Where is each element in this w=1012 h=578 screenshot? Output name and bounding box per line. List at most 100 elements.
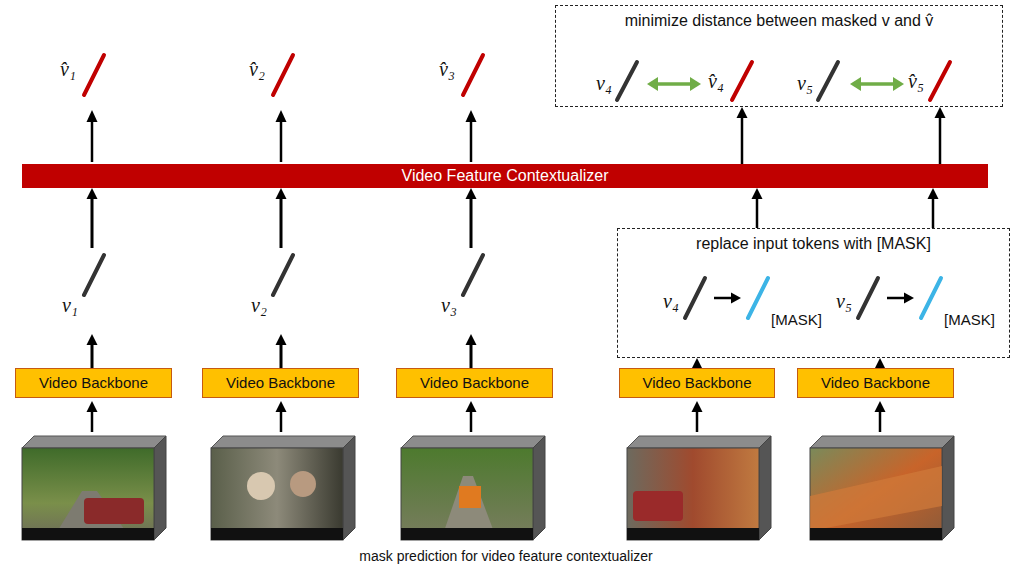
compare-vectors — [617, 62, 637, 100]
image-arrows — [276, 401, 287, 412]
video-clip — [401, 436, 545, 540]
arrow-shaft — [939, 115, 942, 164]
backbone-box: Video Backbone — [202, 368, 359, 398]
node-text: Video Backbone — [226, 369, 335, 396]
figure-caption: mask prediction for video feature contex… — [0, 548, 1012, 564]
up-arrows — [87, 110, 98, 122]
input-vectors — [273, 255, 293, 295]
arrow-head — [466, 334, 477, 345]
mask-vectors — [858, 278, 878, 318]
video-clip — [627, 436, 771, 540]
video-clip — [247, 472, 275, 500]
arrow-head — [87, 334, 98, 345]
image-arrows — [87, 401, 98, 412]
contextualizer-band: Video Feature Contextualizer — [22, 164, 988, 188]
video-clip — [633, 491, 683, 521]
video-clip — [810, 436, 954, 540]
vector-label: v₂ — [251, 294, 267, 317]
image-arrows — [91, 410, 94, 432]
flow-arrow — [276, 188, 287, 368]
replace-arrows — [887, 297, 905, 300]
vector-label: v̂₄ — [708, 70, 724, 93]
up-arrows — [470, 120, 473, 162]
compare-vectors — [930, 62, 950, 100]
image-arrows — [466, 401, 477, 412]
video-clip — [401, 436, 545, 540]
backbone-box: Video Backbone — [797, 368, 954, 398]
arrow-head — [466, 188, 477, 199]
backbone-box: Video Backbone — [15, 368, 172, 398]
video-clip — [211, 436, 355, 540]
replace-arrows — [904, 293, 914, 304]
arrow-shaft — [932, 196, 935, 228]
video-clip — [22, 528, 154, 540]
node-text: Video Backbone — [821, 369, 930, 396]
mask-vectors — [748, 278, 768, 318]
video-clip — [459, 486, 481, 508]
up-arrows — [466, 110, 477, 122]
flow-arrow — [737, 107, 748, 164]
vector-label: v₃ — [441, 294, 457, 317]
distance-arrows — [690, 77, 701, 91]
arrow-shaft — [756, 196, 759, 228]
video-clip — [22, 436, 166, 540]
node-text: Video Feature Contextualizer — [402, 164, 609, 188]
distance-arrows — [647, 77, 904, 91]
arrow-head — [737, 107, 748, 118]
arrow-head — [752, 188, 763, 199]
mask-token-label: [MASK] — [771, 311, 822, 328]
up-arrows — [280, 120, 283, 162]
up-arrows — [276, 110, 287, 122]
arrow-shaft — [741, 115, 744, 164]
distance-arrows — [656, 82, 692, 86]
mask-token-label: [MASK] — [944, 311, 995, 328]
mask-vectors — [685, 278, 705, 318]
output-vectors — [273, 55, 293, 95]
node-text: replace input tokens with [MASK] — [696, 235, 931, 253]
output-vectors — [84, 55, 483, 95]
vector-label: v₅ — [797, 72, 813, 95]
node-text: Video Backbone — [643, 369, 752, 396]
vector-label: v₅ — [836, 290, 852, 313]
objective-box: minimize distance between masked v and v… — [555, 5, 1003, 107]
video-clip — [22, 436, 166, 540]
compare-vectors — [732, 62, 752, 100]
node-text: Video Backbone — [420, 369, 529, 396]
vector-label: v₁ — [62, 294, 78, 317]
flow-arrow — [928, 188, 939, 228]
arrow-head — [928, 188, 939, 199]
video-clip — [810, 436, 954, 540]
distance-arrows — [647, 77, 658, 91]
video-clip — [401, 528, 533, 540]
vector-label: v₄ — [663, 290, 679, 313]
image-arrows — [470, 410, 473, 432]
video-clip — [627, 436, 771, 540]
replace-arrows — [731, 293, 741, 304]
input-vectors — [84, 255, 483, 295]
video-clip — [290, 471, 316, 497]
image-arrows — [280, 410, 283, 432]
video-clip — [810, 528, 942, 540]
output-vectors — [463, 55, 483, 95]
mask-vectors — [921, 278, 941, 318]
flow-arrow — [752, 188, 763, 228]
video-clip — [401, 448, 533, 540]
distance-arrows — [859, 82, 895, 86]
compare-vectors — [617, 62, 950, 100]
input-vectors — [463, 255, 483, 295]
video-clip — [810, 448, 942, 540]
vector-label: v̂₃ — [439, 58, 455, 81]
vector-label: v₄ — [596, 72, 612, 95]
image-arrows — [87, 401, 886, 432]
vector-label: v̂₁ — [60, 58, 76, 81]
distance-arrows — [893, 77, 904, 91]
backbone-box: Video Backbone — [396, 368, 553, 398]
flow-arrow — [935, 107, 946, 164]
up-arrows — [91, 120, 94, 162]
up-arrows — [87, 110, 477, 162]
node-text: minimize distance between masked v and v… — [625, 12, 934, 30]
compare-vectors — [818, 62, 838, 100]
video-clip — [211, 528, 343, 540]
